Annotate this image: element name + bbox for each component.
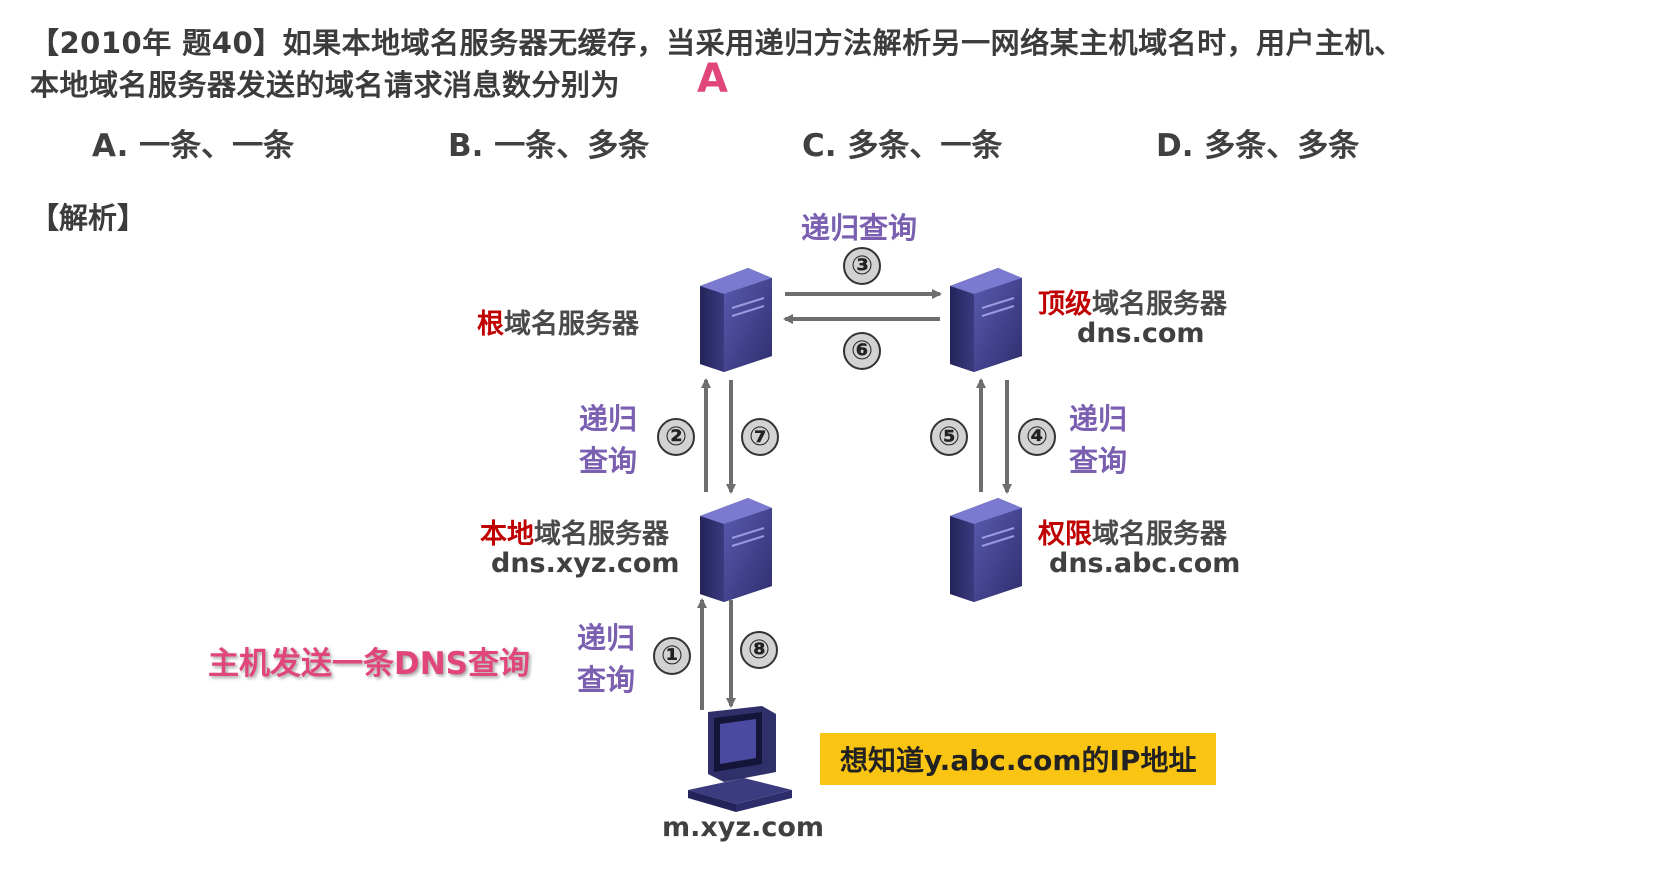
step-3-badge: ③ [843, 247, 881, 285]
root-server-highlight: 根 [477, 309, 504, 340]
recursive-query-label-left: 递归 查询 [579, 398, 637, 482]
answer-mark: A [697, 56, 728, 102]
goal-note: 想知道y.abc.com的IP地址 [820, 733, 1217, 785]
step-2-badge: ② [657, 418, 695, 456]
option-a: A. 一条、一条 [92, 128, 295, 164]
auth-server-rest: 域名服务器 [1092, 519, 1227, 550]
auth-server-domain: dns.abc.com [1049, 548, 1241, 579]
top-server-highlight: 顶级 [1038, 289, 1092, 320]
top-server-rest: 域名服务器 [1092, 289, 1227, 320]
question-line-1: 【2010年 题40】如果本地域名服务器无缓存，当采用递归方法解析另一网络某主机… [30, 26, 1404, 60]
auth-server-label: 权限域名服务器 [1038, 512, 1227, 551]
local-server-icon [700, 498, 772, 602]
option-b: B. 一条、多条 [448, 128, 650, 164]
analysis-heading: 【解析】 [30, 201, 147, 235]
local-server-highlight: 本地 [480, 519, 534, 550]
local-server-domain: dns.xyz.com [491, 548, 680, 579]
recursive-line-2: 查询 [579, 444, 638, 478]
step-4-badge: ④ [1018, 418, 1056, 456]
auth-server-highlight: 权限 [1038, 519, 1092, 550]
authoritative-server-icon [950, 498, 1022, 602]
step-6-badge: ⑥ [843, 332, 881, 370]
host-computer-icon [688, 706, 792, 812]
root-server-label: 根域名服务器 [477, 302, 639, 341]
top-server-label: 顶级域名服务器 [1038, 282, 1227, 321]
local-server-rest: 域名服务器 [534, 519, 669, 550]
recursive-line-2: 查询 [1069, 444, 1128, 478]
option-d: D. 多条、多条 [1156, 128, 1360, 164]
step-7-badge: ⑦ [741, 418, 779, 456]
option-c: C. 多条、一条 [802, 128, 1003, 164]
recursive-query-label-top: 递归查询 [801, 211, 918, 245]
step-8-badge: ⑧ [740, 631, 778, 669]
question-line-2: 本地域名服务器发送的域名请求消息数分别为 [30, 68, 621, 102]
local-server-label: 本地域名服务器 [480, 512, 669, 551]
host-sends-note: 主机发送一条DNS查询 [208, 646, 531, 682]
recursive-line-2: 查询 [577, 663, 636, 697]
recursive-line-1: 递归 [577, 621, 636, 655]
step-5-badge: ⑤ [930, 418, 968, 456]
top-server-domain: dns.com [1077, 318, 1205, 349]
recursive-query-label-right: 递归 查询 [1069, 398, 1127, 482]
root-server-icon [700, 268, 772, 372]
recursive-query-label-bottom: 递归 查询 [577, 617, 635, 701]
step-1-badge: ① [653, 637, 691, 675]
recursive-line-1: 递归 [1069, 402, 1128, 436]
root-server-rest: 域名服务器 [504, 309, 639, 340]
recursive-line-1: 递归 [579, 402, 638, 436]
top-level-server-icon [950, 268, 1022, 372]
host-domain: m.xyz.com [662, 812, 825, 843]
